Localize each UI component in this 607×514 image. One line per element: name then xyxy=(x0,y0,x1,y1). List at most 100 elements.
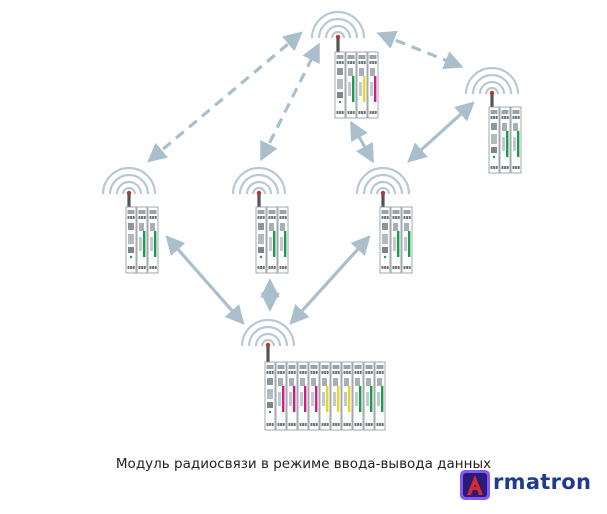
link-right-to-center-right xyxy=(407,101,475,163)
node-middle xyxy=(231,166,289,274)
module-stripe-green xyxy=(506,131,509,157)
radio-wave xyxy=(108,173,150,195)
din-module-stack xyxy=(488,106,522,174)
armatron-logo-icon xyxy=(460,470,490,500)
module-stripe-yellow xyxy=(337,386,340,412)
radio-wave xyxy=(121,186,137,195)
module-stripe-yellow xyxy=(348,386,351,412)
node-bottom-hub xyxy=(240,318,386,431)
io-module xyxy=(390,206,402,274)
din-module-stack xyxy=(264,361,386,431)
din-module-stack xyxy=(379,206,413,274)
module-stripe-yellow xyxy=(326,386,329,412)
din-module-stack xyxy=(334,51,379,119)
nodes-layer xyxy=(101,10,522,431)
module-stripe-magenta xyxy=(315,386,318,412)
radio-wave xyxy=(247,325,289,347)
io-module xyxy=(341,361,353,431)
io-module xyxy=(356,51,368,119)
radio-wave xyxy=(238,173,280,195)
radio-module xyxy=(488,106,500,174)
link-left-to-top-center xyxy=(147,31,303,163)
antenna-icon xyxy=(490,94,494,109)
antenna-icon xyxy=(381,194,385,209)
io-module xyxy=(510,106,522,174)
io-module xyxy=(401,206,413,274)
radio-waves-icon xyxy=(101,166,157,196)
module-stripe-green xyxy=(359,386,362,412)
io-module xyxy=(277,206,289,274)
node-top-center xyxy=(310,10,379,119)
link-top-center-to-center-right xyxy=(350,120,374,164)
brand-name: rmatron xyxy=(493,470,592,494)
io-module xyxy=(297,361,309,431)
module-stripe-green xyxy=(284,231,287,257)
io-module xyxy=(345,51,357,119)
radio-wave xyxy=(231,166,287,195)
radio-wave xyxy=(317,17,359,39)
radio-wave xyxy=(254,332,282,347)
radio-wave xyxy=(245,180,273,195)
radio-wave xyxy=(464,66,520,95)
antenna-icon xyxy=(257,194,261,209)
radio-wave xyxy=(324,24,352,39)
io-module xyxy=(286,361,298,431)
antenna-icon xyxy=(336,38,340,54)
radio-wave xyxy=(362,173,404,195)
module-stripe-magenta xyxy=(282,386,285,412)
module-stripe-green xyxy=(408,231,411,257)
radio-module xyxy=(264,361,276,431)
diagram-caption: Модуль радиосвязи в режиме ввода-вывода … xyxy=(115,456,492,472)
node-left xyxy=(101,166,159,274)
module-stripe-yellow xyxy=(363,76,366,102)
din-module-stack xyxy=(125,206,159,274)
link-middle-to-top-center xyxy=(260,42,320,162)
io-module xyxy=(266,206,278,274)
module-stripe-magenta xyxy=(304,386,307,412)
io-module xyxy=(136,206,148,274)
radio-waves-icon xyxy=(310,10,366,40)
module-stripe-green xyxy=(273,231,276,257)
io-module xyxy=(367,51,379,119)
io-module xyxy=(147,206,159,274)
radio-module xyxy=(334,51,346,119)
antenna-icon xyxy=(127,194,131,209)
radio-wave xyxy=(115,180,143,195)
io-module xyxy=(308,361,320,431)
radio-wave xyxy=(101,166,157,195)
radio-module xyxy=(379,206,391,274)
link-top-center-to-right xyxy=(376,30,464,70)
radio-wave xyxy=(260,338,276,347)
radio-waves-icon xyxy=(355,166,411,196)
node-right xyxy=(464,66,522,174)
module-stripe-green xyxy=(143,231,146,257)
io-module xyxy=(275,361,287,431)
radio-wave xyxy=(240,318,296,347)
din-module-stack xyxy=(255,206,289,274)
radio-wave xyxy=(355,166,411,195)
radio-waves-icon xyxy=(240,318,296,348)
brand-logo: rmatron xyxy=(458,468,604,502)
radio-wave xyxy=(478,80,506,95)
radio-wave xyxy=(310,10,366,39)
io-module xyxy=(330,361,342,431)
module-stripe-green xyxy=(397,231,400,257)
io-module xyxy=(319,361,331,431)
radio-module xyxy=(125,206,137,274)
io-module xyxy=(352,361,364,431)
radio-wave xyxy=(369,180,397,195)
radio-wave xyxy=(251,186,267,195)
radio-wave xyxy=(484,86,500,95)
antenna-icon xyxy=(266,346,270,364)
io-module xyxy=(374,361,386,431)
radio-wave xyxy=(375,186,391,195)
module-stripe-magenta xyxy=(374,76,377,102)
io-module xyxy=(363,361,375,431)
module-stripe-magenta xyxy=(293,386,296,412)
module-stripe-green xyxy=(154,231,157,257)
node-center-right xyxy=(355,166,413,274)
module-stripe-green xyxy=(517,131,520,157)
radio-wave xyxy=(330,30,346,39)
module-stripe-green xyxy=(381,386,384,412)
